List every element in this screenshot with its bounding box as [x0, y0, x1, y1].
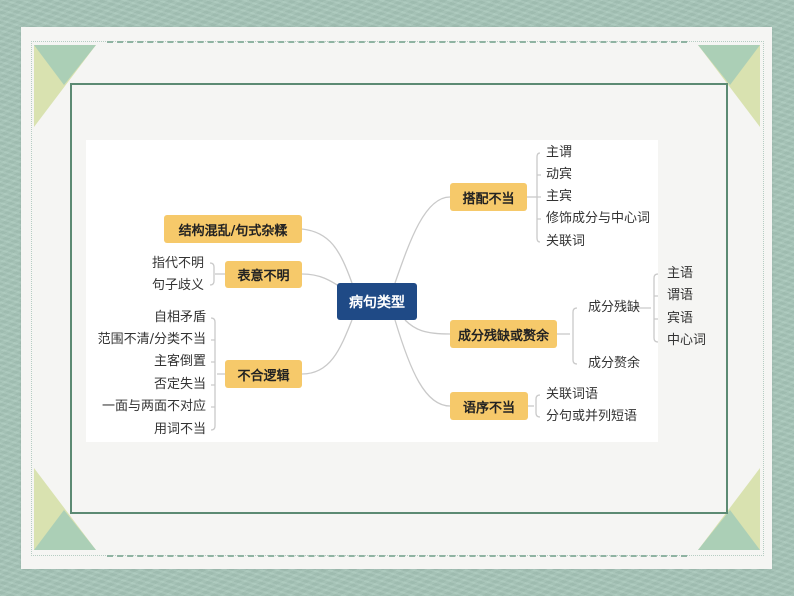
- leaf-item[interactable]: 否定失当: [153, 377, 206, 392]
- triangle-bottom-right-icon: [698, 468, 760, 550]
- branch-collocation-error[interactable]: 搭配不当: [450, 183, 527, 211]
- dashed-line-top: [107, 41, 687, 43]
- leaf-item[interactable]: 宾语: [667, 311, 694, 326]
- root-node[interactable]: 病句类型: [337, 283, 417, 320]
- leaf-item[interactable]: 谓语: [667, 288, 694, 303]
- leaf-item[interactable]: 主客倒置: [153, 354, 206, 369]
- branch-missing-redundant[interactable]: 成分残缺或赘余: [450, 320, 557, 348]
- leaf-item[interactable]: 关联词语: [546, 387, 599, 402]
- leaf-item[interactable]: 自相矛盾: [153, 310, 206, 325]
- branch-word-order[interactable]: 语序不当: [450, 392, 528, 420]
- sub-branch-missing[interactable]: 成分残缺: [588, 300, 641, 315]
- inner-frame: [70, 83, 728, 514]
- leaf-item[interactable]: 动宾: [546, 167, 573, 182]
- branch-illogical[interactable]: 不合逻辑: [225, 360, 302, 388]
- dashed-line-bottom: [107, 555, 687, 557]
- leaf-item[interactable]: 修饰成分与中心词: [546, 211, 651, 226]
- leaf-item[interactable]: 分句或并列短语: [546, 409, 638, 424]
- triangle-top-left-icon: [34, 45, 96, 127]
- leaf-item[interactable]: 主语: [667, 266, 694, 281]
- triangle-bottom-left-icon: [34, 468, 96, 550]
- leaf-item[interactable]: 主宾: [546, 189, 573, 204]
- leaf-item[interactable]: 指代不明: [151, 256, 204, 271]
- leaf-item[interactable]: 一面与两面不对应: [101, 399, 206, 414]
- triangle-top-right-icon: [698, 45, 760, 127]
- leaf-item[interactable]: 句子歧义: [151, 278, 204, 293]
- leaf-item[interactable]: 用词不当: [153, 422, 206, 437]
- leaf-item[interactable]: 范围不清/分类不当: [97, 332, 206, 347]
- sub-branch-redundant[interactable]: 成分赘余: [588, 356, 641, 371]
- branch-structure-confusion[interactable]: 结构混乱/句式杂糅: [164, 215, 302, 243]
- leaf-item[interactable]: 中心词: [667, 333, 707, 348]
- branch-unclear-meaning[interactable]: 表意不明: [225, 261, 302, 288]
- leaf-item[interactable]: 关联词: [546, 234, 586, 249]
- leaf-item[interactable]: 主谓: [546, 145, 573, 160]
